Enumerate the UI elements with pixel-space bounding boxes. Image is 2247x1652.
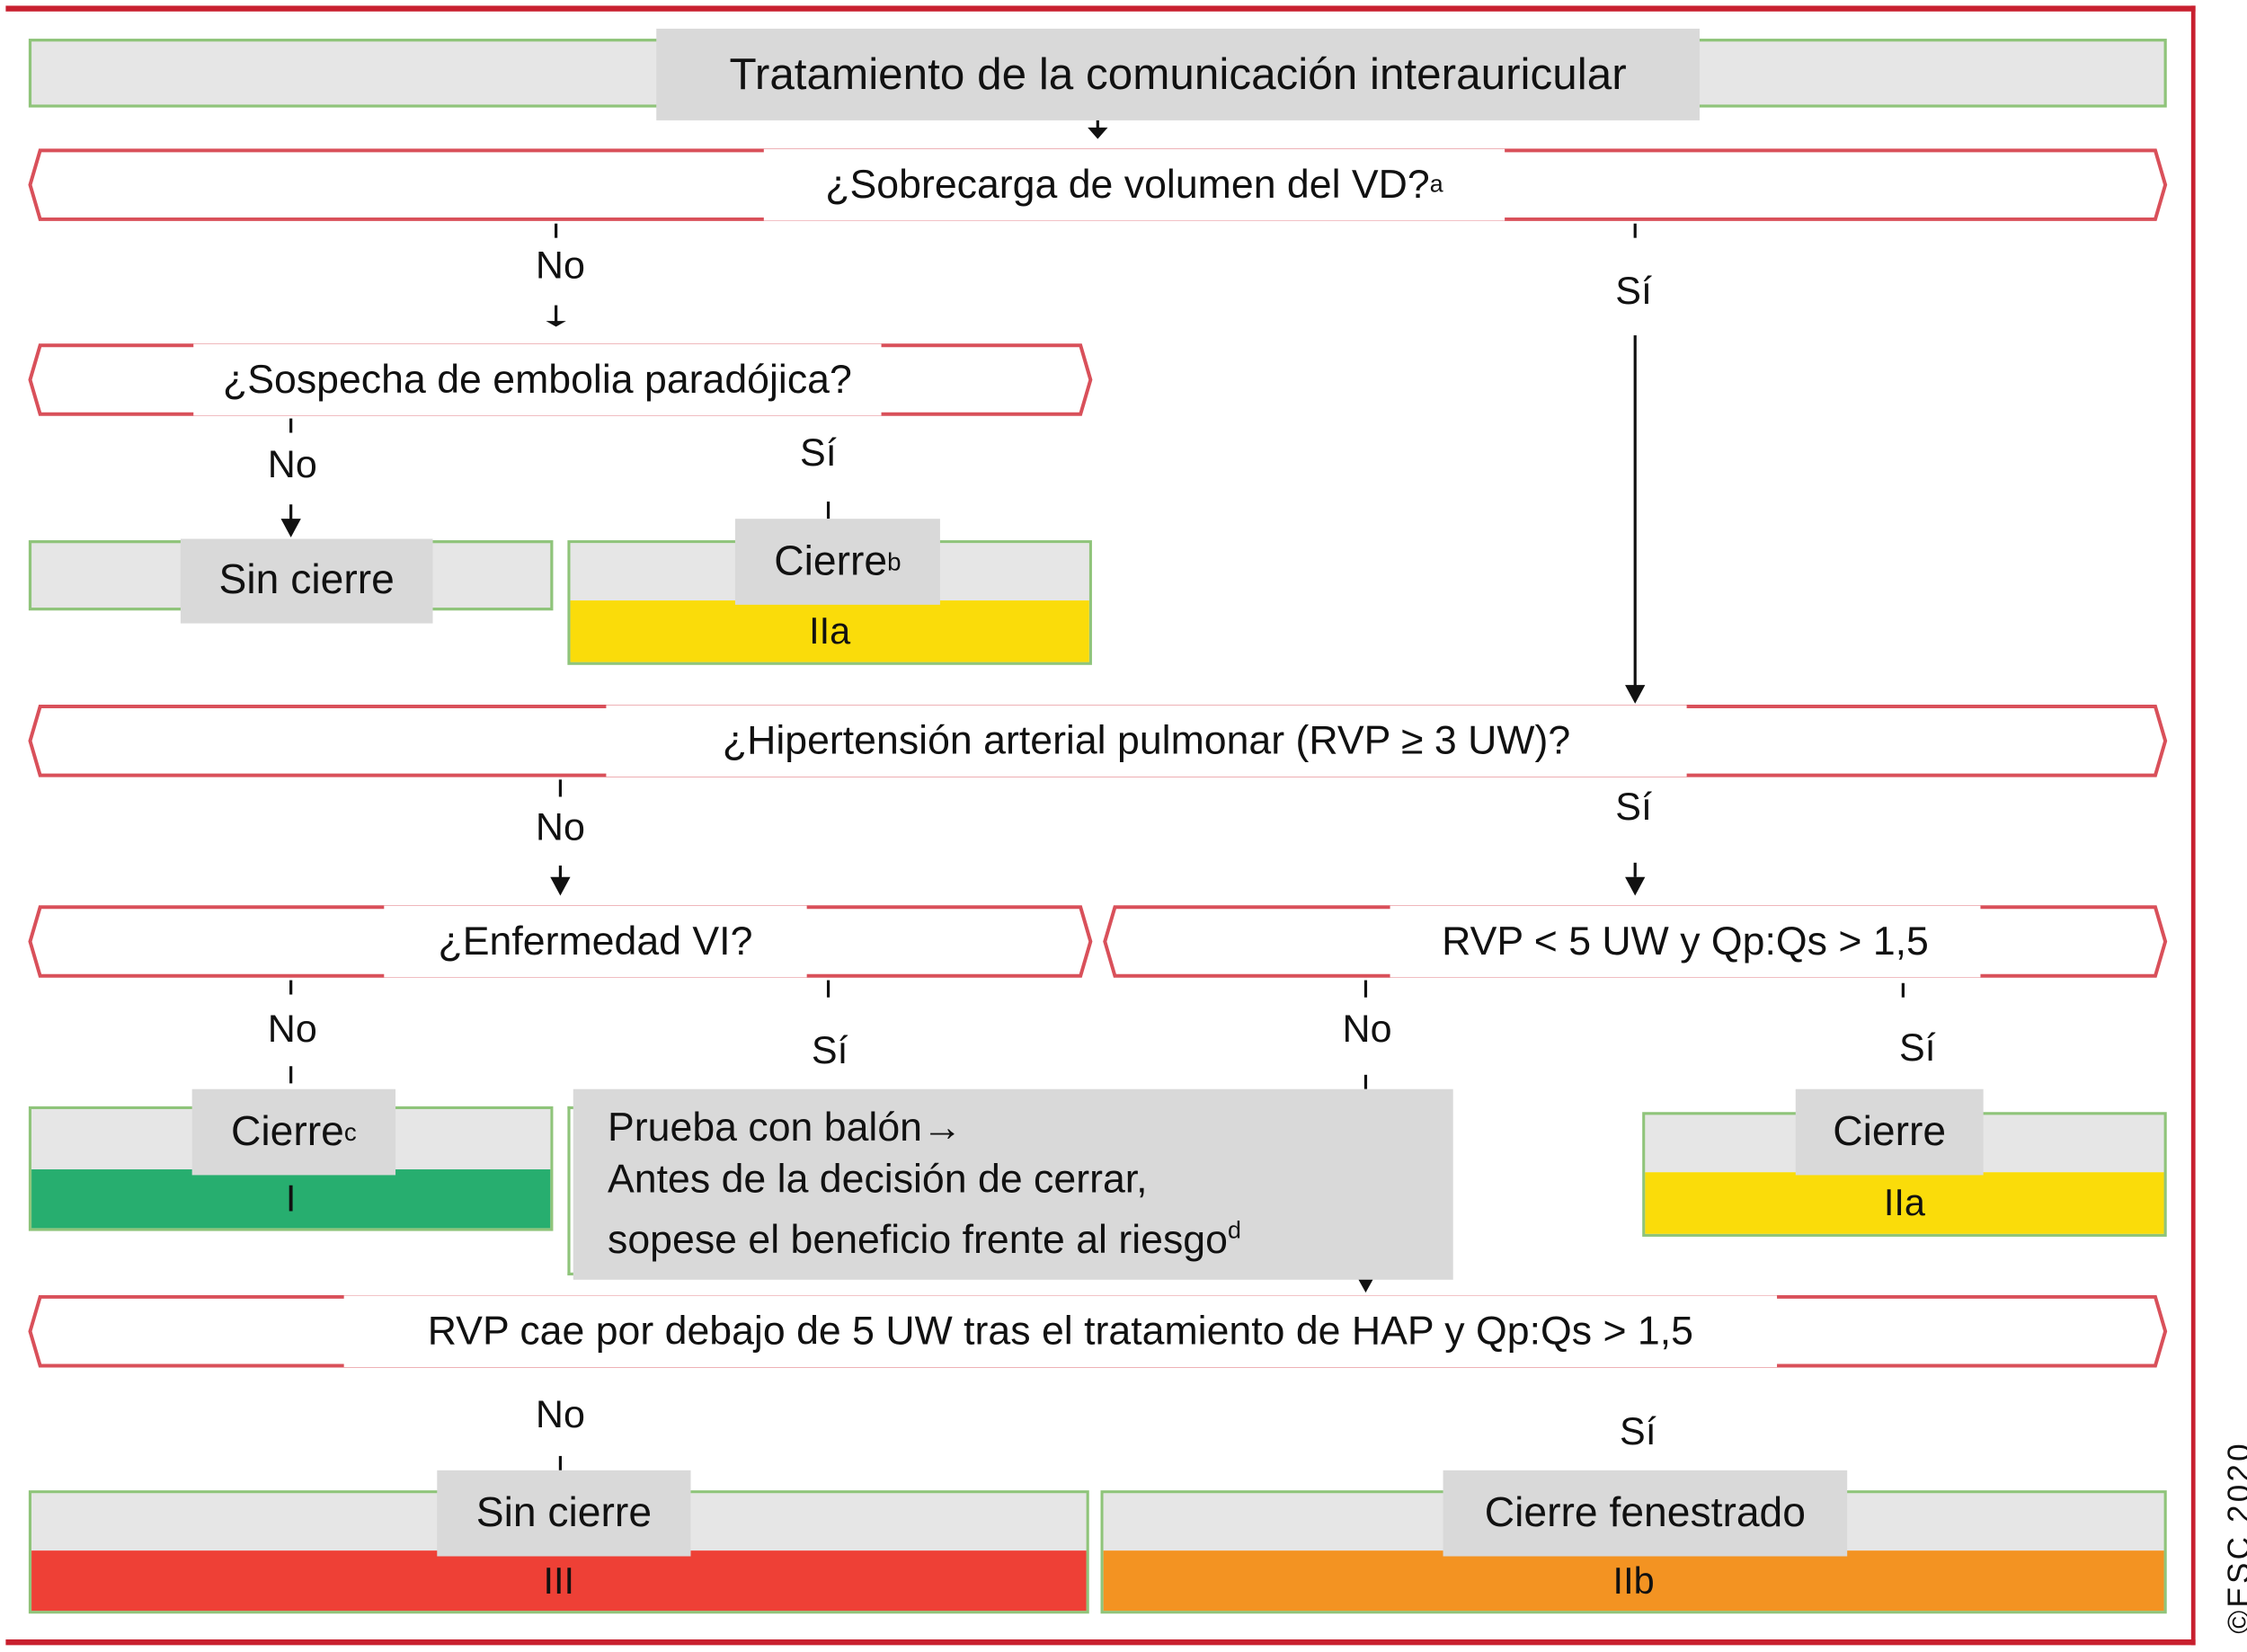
branch-no: No (1342, 1007, 1392, 1051)
title: Tratamiento de la comunicación interauri… (656, 28, 1700, 120)
arrow-icon (550, 876, 571, 896)
connector-line (555, 305, 558, 325)
question-lv-disease: ¿Enfermedad VI? (28, 905, 1093, 978)
connector-line (289, 980, 293, 995)
connector-line (826, 980, 830, 998)
branch-no: No (535, 805, 585, 848)
class-badge: I (31, 1169, 551, 1229)
class-badge: IIa (1645, 1172, 2164, 1234)
question-pah: ¿Hipertensión arterial pulmonar (RVP ≥ 3… (28, 705, 2168, 777)
outcome-closure: Cierre (1795, 1088, 1984, 1176)
connector-line (1363, 1074, 1368, 1089)
arrow-icon (280, 519, 301, 537)
copyright: ©ESC 2020 (2221, 1441, 2247, 1634)
branch-yes: Sí (800, 431, 837, 475)
arrow-icon (546, 321, 566, 327)
outcome-no-closure: Sin cierre (180, 538, 433, 624)
branch-yes: Sí (1898, 1026, 1936, 1070)
question-pvr-after-treatment: RVP cae por debajo de 5 UW tras el trata… (28, 1294, 2168, 1368)
connector-line (1633, 223, 1637, 238)
connector-line (826, 502, 830, 520)
connector-line (558, 779, 563, 797)
question-paradoxical-embolism: ¿Sospecha de embolia paradójica? (28, 343, 1093, 416)
arrow-icon (1625, 685, 1646, 704)
branch-yes: Sí (1615, 785, 1652, 829)
question-text: ¿Sobrecarga de volumen del VD? (825, 162, 1430, 207)
branch-yes: Sí (1615, 269, 1652, 313)
arrow-icon (1088, 127, 1108, 139)
connector-line (289, 418, 293, 433)
figure-frame (5, 5, 2196, 1646)
branch-no: No (535, 244, 585, 287)
question-rv-overload: ¿Sobrecarga de volumen del VD?a (28, 148, 2168, 221)
connector-line (289, 504, 293, 522)
branch-no: No (267, 1007, 317, 1051)
outcome-no-closure: Sin cierre (437, 1470, 691, 1557)
class-badge: III (31, 1550, 1087, 1612)
branch-yes: Sí (811, 1028, 848, 1072)
outcome-balloon-test: Prueba con balón→ Antes de la decisión d… (573, 1088, 1453, 1280)
question-pvr-qpqs: RVP < 5 UW y Qp:Qs > 1,5 (1103, 905, 2168, 978)
branch-yes: Sí (1620, 1409, 1656, 1453)
connector-line (1633, 862, 1637, 877)
arrow-icon (1625, 876, 1646, 896)
connector-line (555, 223, 558, 238)
connector-line (558, 1455, 563, 1470)
class-badge: IIb (1103, 1550, 2164, 1612)
connector (1096, 120, 1099, 132)
recommendation-closure-iia: IIa (1642, 1112, 2167, 1237)
branch-no: No (267, 442, 317, 486)
connector-line (1901, 982, 1905, 998)
connector-line (1363, 980, 1368, 998)
connector-line (558, 866, 563, 880)
class-badge: IIa (570, 600, 1089, 662)
connector-line (1633, 335, 1637, 688)
arrow-icon (1358, 1279, 1373, 1293)
recommendation-closure-c: I (28, 1106, 554, 1231)
branch-no: No (535, 1392, 585, 1436)
footnote-marker: a (1429, 170, 1443, 199)
connector-line (289, 1066, 293, 1084)
outcome-fenestrated-closure: Cierre fenestrado (1443, 1470, 1848, 1557)
